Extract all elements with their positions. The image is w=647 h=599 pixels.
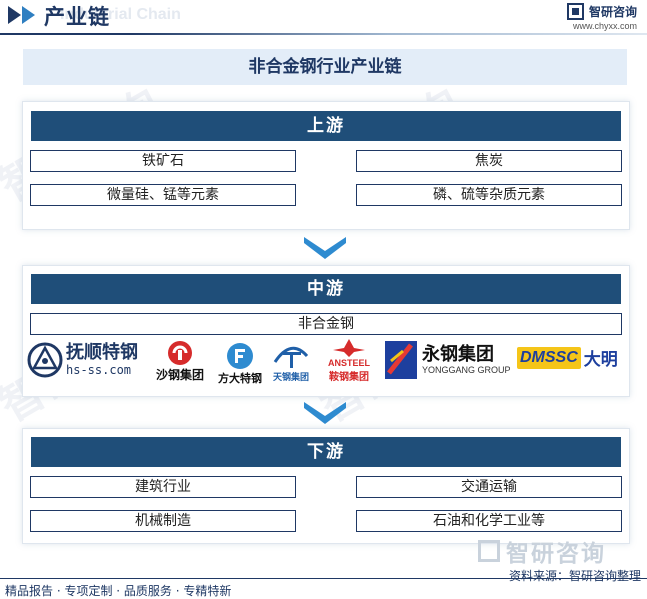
source-note: 资料来源：智研咨询整理 — [508, 569, 641, 583]
company-name: 抚顺特钢 — [66, 342, 138, 363]
midstream-panel: 中游 非合金钢 抚顺特钢 hs-ss.com 沙钢集团 方大特钢 — [22, 265, 630, 397]
fangda-emblem-icon — [227, 343, 253, 369]
upstream-item: 焦炭 — [356, 150, 622, 172]
downstream-item: 建筑行业 — [30, 476, 296, 498]
upstream-item: 铁矿石 — [30, 150, 296, 172]
chart-title: 非合金钢行业产业链 — [23, 49, 627, 85]
company-name: 永钢集团 — [422, 344, 494, 365]
upstream-item: 磷、硫等杂质元素 — [356, 184, 622, 206]
ansteel-emblem-icon — [333, 339, 365, 357]
brand-square-icon — [566, 3, 584, 20]
brand-logo: 智研咨询 www.chyxx.com — [566, 3, 637, 31]
downstream-item: 石油和化学工业等 — [356, 510, 622, 532]
header-arrow-icon — [8, 6, 21, 24]
header-english-watermark: Industrial Chain — [60, 6, 181, 23]
company-logo-shagang: 沙钢集团 — [156, 340, 204, 383]
upstream-panel: 上游 铁矿石 焦炭 微量硅、锰等元素 磷、硫等杂质元素 — [22, 101, 630, 230]
footer-tagline: 精品报告 · 专项定制 · 品质服务 · 专精特新 — [5, 584, 232, 598]
yonggang-emblem-icon — [385, 341, 417, 379]
page-header: Industrial Chain 产业链 智研咨询 www.chyxx.com — [0, 0, 647, 35]
watermark-logo-icon — [478, 540, 500, 562]
footer-watermark-brand: 智研咨询 — [478, 534, 606, 568]
company-name: 鞍钢集团 — [329, 372, 369, 383]
header-divider — [0, 33, 647, 35]
company-name: 方大特钢 — [218, 372, 262, 385]
upstream-heading: 上游 — [31, 111, 621, 141]
fushun-emblem-icon — [27, 342, 63, 378]
company-logo-fushun: 抚顺特钢 hs-ss.com — [27, 342, 138, 378]
tiangang-emblem-icon — [273, 346, 309, 368]
company-logo-tiangang: 天钢集团 — [271, 342, 311, 383]
company-name: 大明 — [583, 350, 618, 370]
company-logo-daming: DMSSC 大明 — [517, 345, 618, 370]
page-footer: 精品报告 · 专项定制 · 品质服务 · 专精特新 — [0, 578, 647, 599]
downstream-panel: 下游 建筑行业 交通运输 机械制造 石油和化学工业等 — [22, 428, 630, 544]
page-title: 产业链 — [44, 5, 110, 29]
midstream-item: 非合金钢 — [30, 313, 622, 335]
brand-site: www.chyxx.com — [572, 21, 637, 31]
company-logo-ansteel: ANSTEEL 鞍钢集团 — [328, 338, 370, 383]
company-name: 沙钢集团 — [156, 368, 205, 382]
company-logo-fangda: 方大特钢 — [218, 342, 262, 386]
company-sub: YONGGANG GROUP — [422, 365, 511, 375]
downstream-item: 机械制造 — [30, 510, 296, 532]
company-sub: ANSTEEL — [328, 358, 371, 368]
footer-divider — [0, 578, 647, 579]
midstream-heading: 中游 — [31, 274, 621, 304]
company-name: 天钢集团 — [272, 373, 309, 383]
downstream-item: 交通运输 — [356, 476, 622, 498]
company-site: hs-ss.com — [66, 363, 132, 377]
watermark-brand-name: 智研咨询 — [506, 541, 606, 567]
header-arrow-icon — [22, 6, 35, 24]
company-logo-yonggang: 永钢集团 YONGGANG GROUP — [385, 341, 511, 379]
shagang-emblem-icon — [168, 341, 192, 365]
down-arrow-icon — [304, 237, 346, 259]
upstream-item: 微量硅、锰等元素 — [30, 184, 296, 206]
down-arrow-icon — [304, 402, 346, 424]
brand-name: 智研咨询 — [588, 5, 637, 19]
company-sub: DMSSC — [517, 346, 581, 369]
downstream-heading: 下游 — [31, 437, 621, 467]
